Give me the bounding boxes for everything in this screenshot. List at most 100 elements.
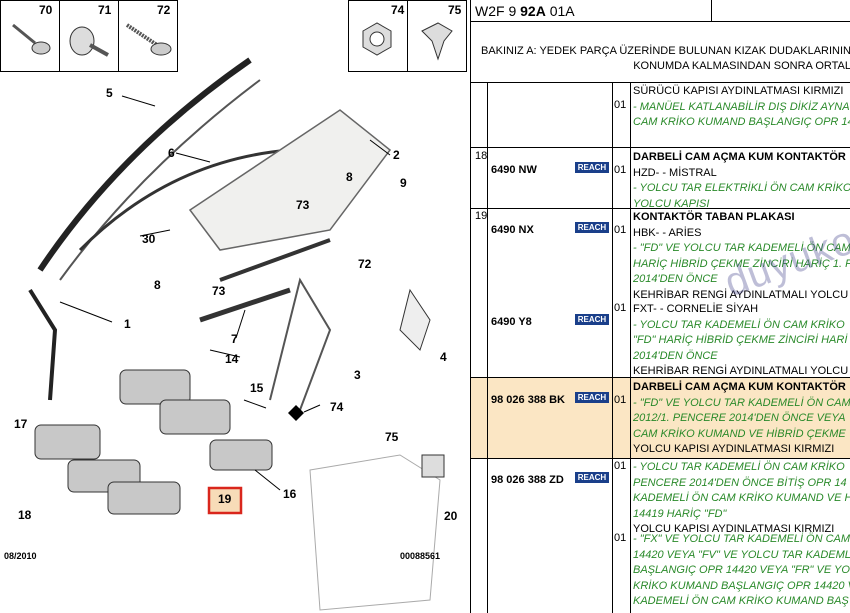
part-number: 72 (157, 3, 171, 17)
callout-16[interactable]: 16 (283, 487, 297, 501)
callout-8-top[interactable]: 8 (346, 170, 353, 184)
part-number: 70 (39, 3, 53, 17)
switch-panel-15 (119, 369, 191, 405)
description-line: YOLCU KAPISI (633, 197, 710, 210)
description-line: KONTAKTÖR TABAN PLAKASI (633, 211, 795, 223)
col-divider (487, 82, 488, 613)
description-line: SÜRÜCÜ KAPISI AYDINLATMASI KIRMIZI (633, 85, 844, 97)
callout-4[interactable]: 4 (440, 350, 447, 364)
reach-badge: REACH (575, 314, 609, 325)
description-line: DARBELİ CAM AÇMA KUM KONTAKTÖR (633, 151, 846, 163)
switch-panel-19 (107, 481, 181, 515)
outer-seal (59, 79, 261, 281)
col-divider (630, 82, 631, 613)
description-line: DARBELİ CAM AÇMA KUM KONTAKTÖR (633, 381, 846, 393)
part-thumb-74[interactable]: 74 (348, 0, 408, 72)
callout-73-bottom[interactable]: 73 (212, 284, 226, 298)
row-divider (471, 147, 850, 148)
switch-panel-17 (34, 424, 101, 460)
glass-channel (219, 238, 331, 282)
nut-icon (362, 22, 392, 56)
callout-30[interactable]: 30 (142, 232, 156, 246)
clip-icon (421, 22, 453, 61)
callout-18[interactable]: 18 (18, 508, 32, 522)
reach-badge: REACH (575, 472, 609, 483)
description-line: 14420 VEYA "FV" VE YOLCU TAR KADEML (633, 548, 850, 561)
description-line: KADEMELİ ÖN CAM KRİKO KUMAND BAŞ (633, 595, 849, 607)
part-thumb-75[interactable]: 75 (407, 0, 467, 72)
callout-8-bottom[interactable]: 8 (154, 278, 161, 292)
row-index: 19 (475, 210, 488, 222)
part-reference: 98 026 388 ZD (491, 474, 564, 486)
description-line: 14419 HARİÇ "FD" (633, 507, 727, 520)
description-line: KEHRİBAR RENGİ AYDINLATMALI YOLCU (633, 365, 849, 377)
callout-72[interactable]: 72 (358, 257, 372, 271)
callout-15[interactable]: 15 (250, 381, 264, 395)
callout-2[interactable]: 2 (393, 148, 400, 162)
quantity: 01 (614, 460, 627, 472)
marker-74 (288, 405, 304, 421)
description-line: - YOLCU TAR KADEMELİ ÖN CAM KRİKO (633, 461, 845, 473)
part-description: - "FX" VE YOLCU TAR KADEMELİ ÖN CAM 14420… (633, 532, 850, 610)
part-reference: 6490 NX (491, 224, 534, 236)
description-line: FXT- - CORNELİE SİYAH (633, 303, 759, 315)
row-divider (471, 458, 850, 459)
callout-20[interactable]: 20 (444, 509, 458, 523)
switch-panels (34, 369, 273, 515)
description-line: KRİKO KUMAND BAŞLANGIÇ OPR 14420 V (633, 579, 850, 592)
model-code-main: 92A (520, 3, 546, 19)
callout-74[interactable]: 74 (330, 400, 344, 414)
description-line: - "FD" VE YOLCU TAR KADEMELİ ÖN CAM (633, 242, 850, 254)
description-line: - "FD" VE YOLCU TAR KADEMELİ ÖN CAM (633, 396, 850, 409)
description-line: - YOLCU TAR ELEKTRİKLİ ÖN CAM KRİKO (633, 182, 850, 194)
description-line: - MANÜEL KATLANABİLİR DIŞ DİKİZ AYNA (633, 100, 850, 113)
quantity: 01 (614, 394, 627, 406)
callout-75[interactable]: 75 (385, 430, 399, 444)
model-code-suffix: 01A (545, 3, 575, 19)
switch-panel-14b (159, 399, 231, 435)
door-glass (188, 109, 392, 251)
callout-1[interactable]: 1 (124, 317, 131, 331)
callout-73-top[interactable]: 73 (296, 198, 310, 212)
description-line: 2012/1. PENCERE 2014'DEN ÖNCE VEYA (633, 412, 846, 424)
reach-badge: REACH (575, 222, 609, 233)
part-description: - YOLCU TAR KADEMELİ ÖN CAM KRİKO PENCERE… (633, 460, 850, 538)
row-divider (471, 82, 850, 83)
description-line: YOLCU KAPISI AYDINLATMASI KIRMIZI (633, 523, 835, 535)
parts-diagram: 70 71 72 74 75 (0, 0, 467, 611)
callout-14[interactable]: 14 (225, 352, 239, 366)
parts-list-panel: W2F 9 92A 01A BAKINIZ A: YEDEK PARÇA ÜZE… (470, 0, 850, 613)
description-line: PENCERE 2014'DEN ÖNCE BİTİŞ OPR 14 (633, 476, 847, 489)
part-description: DARBELİ CAM AÇMA KUM KONTAKTÖR - "FD" VE … (633, 380, 850, 458)
callout-5[interactable]: 5 (106, 86, 113, 100)
quantity: 01 (614, 99, 627, 111)
bolt-icon (125, 23, 172, 56)
callout-3[interactable]: 3 (354, 368, 361, 382)
part-description: SÜRÜCÜ KAPISI AYDINLATMASI KIRMIZI - MANÜ… (633, 84, 850, 131)
panel-header: W2F 9 92A 01A (471, 0, 850, 22)
description-line: YOLCU KAPISI AYDINLATMASI KIRMIZI (633, 443, 835, 455)
callout-17[interactable]: 17 (14, 417, 28, 431)
part-number: 74 (391, 3, 405, 17)
callout-7[interactable]: 7 (231, 332, 238, 346)
description-line: HBK- - ARİES (633, 226, 702, 239)
description-line: CAM KRİKO KUMAND VE HİBRİD ÇEKME (633, 427, 846, 440)
callout-19[interactable]: 19 (218, 492, 232, 506)
row-index: 18 (475, 150, 488, 162)
guide-rail (199, 287, 291, 323)
description-line: 2014'DEN ÖNCE (633, 349, 718, 362)
callout-9[interactable]: 9 (400, 176, 407, 190)
regulator-motor (399, 288, 431, 351)
description-line: BAŞLANGIÇ OPR 14420 VEYA "FR" VE YO (633, 564, 850, 576)
description-line: - "FX" VE YOLCU TAR KADEMELİ ÖN CAM (633, 533, 850, 545)
switch-panel-16 (209, 439, 273, 471)
part-description: KONTAKTÖR TABAN PLAKASI HBK- - ARİES - "FD… (633, 210, 850, 303)
part-reference: 6490 Y8 (491, 316, 532, 328)
header-divider (711, 0, 712, 22)
part-thumb-70[interactable]: 70 (0, 0, 60, 72)
part-thumb-72[interactable]: 72 (118, 0, 178, 72)
quantity: 01 (614, 302, 627, 314)
notice-line-1: BAKINIZ A: YEDEK PARÇA ÜZERİNDE BULUNAN … (480, 45, 850, 57)
callout-6[interactable]: 6 (168, 146, 175, 160)
